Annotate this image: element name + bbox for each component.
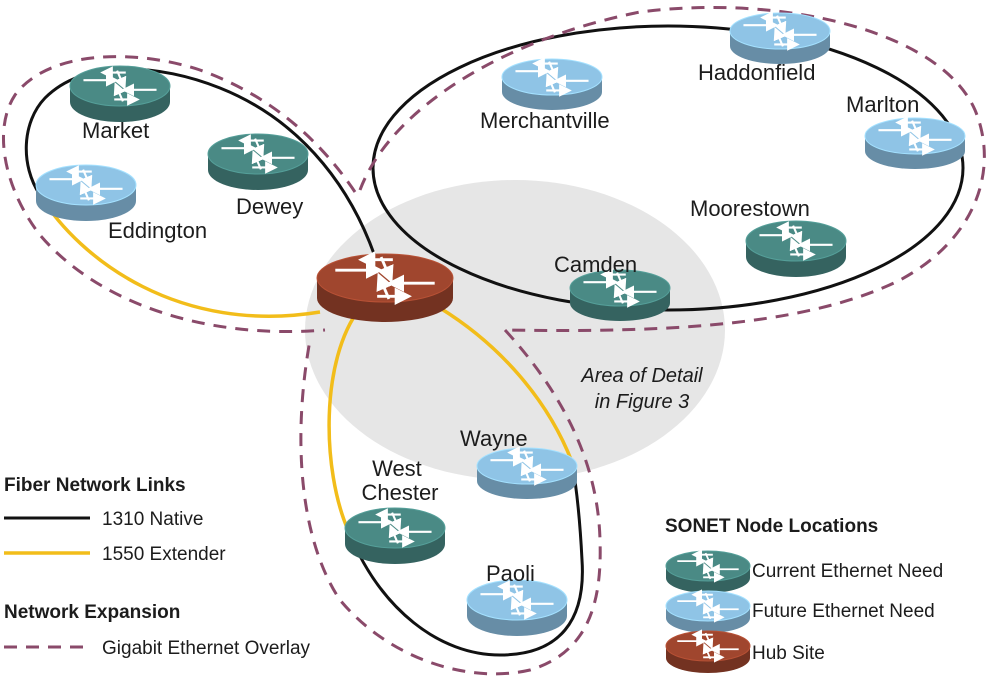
legend-hub-label: Hub Site [752,643,825,664]
label-moorestown: Moorestown [690,196,810,221]
legend-current-node-icon [665,549,751,593]
node-hub-icon [316,251,454,322]
label-wayne: Wayne [460,426,528,451]
node-eddington-icon [35,164,137,221]
node-moorestown-icon [745,220,847,277]
legend-expansion: Network Expansion Gigabit Ethernet Overl… [4,602,311,659]
node-wayne-icon [476,446,578,499]
bottom-overlay-loop [299,328,602,676]
legend-hub-node-icon [665,629,751,673]
legend-future-node-icon [665,589,751,633]
right-overlay-loop [358,6,986,332]
legend-links-title: Fiber Network Links [4,475,186,496]
legend-nodes-title: SONET Node Locations [665,516,878,537]
label-paoli: Paoli [486,561,535,586]
legend-future-label: Future Ethernet Need [752,601,935,622]
annotation-line-2: in Figure 3 [595,391,690,413]
node-merchantville-icon [501,57,603,110]
left-ring-native-link [24,67,387,291]
legend-nodes: SONET Node Locations Current Ethernet Ne… [665,516,943,673]
nodes-layer [35,11,966,636]
label-marlton: Marlton [846,92,919,117]
legend-expansion-title: Network Expansion [4,602,180,623]
legend-extender-label: 1550 Extender [102,544,226,565]
bottom-ring-extender-left [327,306,362,531]
node-paoli-icon [466,579,568,636]
bottom-ring-native-link [346,461,584,657]
legend-native-label: 1310 Native [102,509,203,530]
node-camden-icon [569,268,671,321]
annotation-line-1: Area of Detail [580,365,703,387]
right-ring-native-link [371,24,965,312]
label-market: Market [82,118,149,143]
legend-overlay-label: Gigabit Ethernet Overlay [102,638,311,659]
label-haddonfield: Haddonfield [698,60,815,85]
node-haddonfield-icon [729,11,831,64]
label-camden: Camden [554,252,637,277]
legend-links: Fiber Network Links 1310 Native 1550 Ext… [4,475,226,565]
left-overlay-loop [2,55,357,334]
bottom-ring-extender-right [439,306,574,463]
node-marlton-icon [864,116,966,169]
label-eddington: Eddington [108,218,207,243]
fiber-links [24,24,965,657]
node-west-chester-icon [344,507,446,564]
label-west-chester: West Chester [361,456,438,505]
left-ring-extender-link [38,194,321,318]
label-merchantville: Merchantville [480,108,610,133]
legend-current-label: Current Ethernet Need [752,561,943,582]
label-dewey: Dewey [236,194,303,219]
node-market-icon [69,65,171,122]
gigabit-overlay [2,6,986,676]
node-dewey-icon [207,133,309,190]
